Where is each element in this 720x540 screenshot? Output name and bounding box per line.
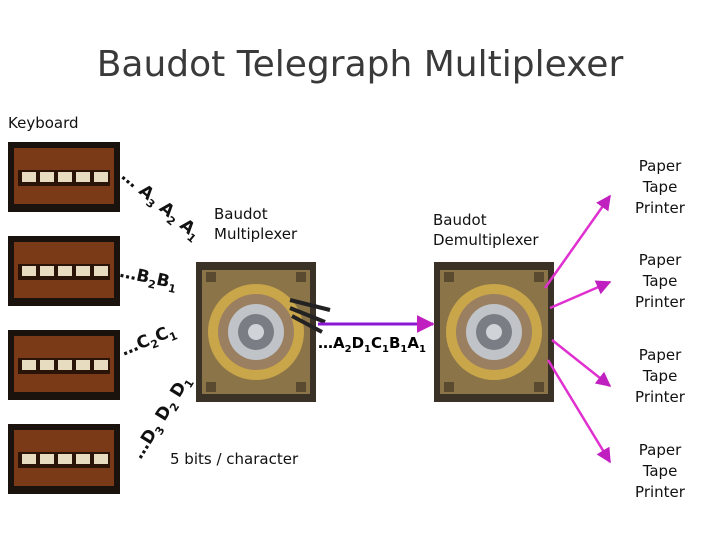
printer-label-2: Paper Tape Printer [635, 251, 685, 311]
keyboard-image-2 [8, 236, 120, 306]
demultiplexer-label: Baudot Demultiplexer [433, 211, 539, 249]
page-title: Baudot Telegraph Multiplexer [96, 44, 624, 85]
bits-label: 5 bits / character [170, 450, 299, 468]
arrow-to-printer-2 [549, 280, 612, 310]
keyboard-image-3 [8, 330, 120, 400]
keyboard-image-4 [8, 424, 120, 494]
printer-label-1: Paper Tape Printer [635, 157, 685, 217]
printer-label-3: Paper Tape Printer [635, 346, 685, 406]
multiplexer-device-image [196, 262, 316, 402]
keyboard-label: Keyboard [8, 114, 79, 132]
arrow-to-printer-1 [543, 194, 612, 289]
keyboard-image-1 [8, 142, 120, 212]
arrow-to-printer-4 [546, 359, 612, 464]
multiplexer-label: Baudot Multiplexer [214, 205, 298, 243]
arrow-to-printer-3 [551, 339, 612, 387]
printer-label-4: Paper Tape Printer [635, 441, 685, 501]
demultiplexer-device-image [434, 262, 554, 402]
stream-label: …A2D1C1B1A1 [318, 334, 426, 355]
